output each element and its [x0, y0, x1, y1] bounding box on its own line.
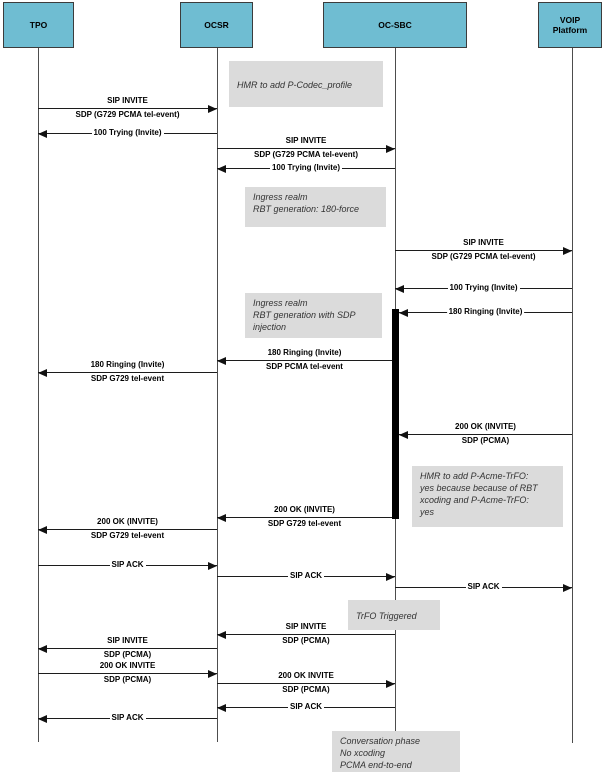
message-label: SDP (PCMA): [280, 636, 332, 646]
arrowhead-icon: [208, 561, 217, 570]
message-label: SDP G729 tel-event: [88, 531, 167, 541]
message-label: SDP (PCMA): [101, 675, 154, 685]
note-text: RBT generation with SDP: [253, 310, 356, 320]
message-label: SIP ACK: [465, 582, 502, 592]
arrowhead-icon: [208, 669, 217, 678]
arrowhead-icon: [399, 308, 408, 317]
message-label: SIP INVITE: [105, 636, 150, 646]
lifeline-tpo: [38, 48, 39, 742]
message-label: 100 Trying (Invite): [91, 128, 164, 138]
arrowhead-icon: [217, 513, 226, 522]
message-label: SDP G729 tel-event: [265, 519, 344, 529]
note-text: HMR to add P-Acme-TrFO:: [420, 471, 529, 481]
arrowhead-icon: [386, 679, 395, 688]
actor-box-voip-platform: VOIP Platform: [538, 2, 602, 48]
message-arrow: [217, 683, 395, 684]
actor-box-oc-sbc: OC-SBC: [323, 2, 467, 48]
message-label: 200 OK (INVITE): [272, 505, 337, 515]
message-label: SDP PCMA tel-event: [264, 362, 345, 372]
arrowhead-icon: [38, 714, 47, 723]
arrowhead-icon: [386, 144, 395, 153]
message-label: SDP (PCMA): [101, 650, 154, 660]
lifeline-voip-platform: [572, 48, 573, 743]
arrowhead-icon: [217, 356, 226, 365]
message-label: SDP G729 tel-event: [88, 374, 167, 384]
arrowhead-icon: [38, 129, 47, 138]
arrowhead-icon: [38, 644, 47, 653]
message-label: SIP INVITE: [461, 238, 506, 248]
actor-label: TPO: [29, 20, 48, 30]
message-arrow: [38, 108, 217, 109]
message-label: 180 Ringing (Invite): [88, 360, 167, 370]
message-label: SIP ACK: [109, 713, 146, 723]
message-label: SDP (PCMA): [280, 685, 332, 695]
message-label: SIP ACK: [287, 702, 325, 712]
note-box: TrFO Triggered: [348, 600, 440, 630]
message-label: SDP (G729 PCMA tel-event): [429, 252, 538, 262]
arrowhead-icon: [38, 368, 47, 377]
message-label: 200 OK (INVITE): [453, 422, 518, 432]
arrowhead-icon: [386, 572, 395, 581]
note-text: xcoding and P-Acme-TrFO:: [420, 495, 529, 505]
message-arrow: [217, 634, 395, 635]
note-box: HMR to add P-Acme-TrFO: yes because becau…: [412, 466, 563, 527]
message-label: 180 Ringing (Invite): [265, 348, 344, 358]
arrowhead-icon: [399, 430, 408, 439]
arrowhead-icon: [217, 630, 226, 639]
message-label: SDP (G729 PCMA tel-event): [73, 110, 182, 120]
message-label: 100 Trying (Invite): [447, 283, 520, 293]
message-label: SDP (G729 PCMA tel-event): [251, 150, 361, 160]
message-label: SIP INVITE: [283, 136, 329, 146]
message-label: 200 OK INVITE: [276, 671, 336, 681]
message-label: SDP (PCMA): [459, 436, 512, 446]
message-label: SIP INVITE: [105, 96, 150, 106]
note-text: HMR to add P-Codec_profile: [237, 79, 353, 90]
message-arrow: [217, 148, 395, 149]
arrowhead-icon: [563, 246, 572, 255]
note-text: RBT generation: 180-force: [253, 204, 360, 214]
message-arrow: [395, 250, 572, 251]
actor-box-ocsr: OCSR: [180, 2, 253, 48]
note-text: PCMA end-to-end: [340, 760, 412, 770]
message-arrow: [217, 360, 392, 361]
message-arrow: [217, 517, 392, 518]
note-text: TrFO Triggered: [356, 610, 417, 621]
note-text: yes: [420, 507, 435, 517]
message-arrow: [38, 648, 217, 649]
note-text: No xcoding: [340, 748, 386, 758]
message-label: SIP INVITE: [283, 622, 329, 632]
message-arrow: [38, 673, 217, 674]
arrowhead-icon: [217, 164, 226, 173]
message-label: SIP ACK: [287, 571, 325, 581]
note-text: injection: [253, 322, 287, 332]
message-label: 200 OK (INVITE): [95, 517, 160, 527]
note-text: Ingress realm: [253, 298, 308, 308]
note-text: Ingress realm: [253, 192, 308, 202]
activation-bar-oc-sbc: [392, 309, 399, 519]
actor-label: OC-SBC: [378, 20, 412, 30]
message-label: 200 OK INVITE: [97, 661, 158, 671]
message-label: SIP ACK: [109, 560, 146, 570]
note-box: HMR to add P-Codec_profile: [229, 61, 383, 107]
note-text: yes because because of RBT: [420, 483, 538, 493]
arrowhead-icon: [38, 525, 47, 534]
arrowhead-icon: [208, 104, 217, 113]
message-arrow: [38, 372, 217, 373]
lifeline-ocsr: [217, 48, 218, 742]
message-arrow: [399, 434, 572, 435]
arrowhead-icon: [217, 703, 226, 712]
message-label: 180 Ringing (Invite): [446, 307, 525, 317]
actor-box-tpo: TPO: [3, 2, 74, 48]
arrowhead-icon: [395, 284, 404, 293]
note-text: Conversation phase: [340, 736, 421, 746]
message-label: 100 Trying (Invite): [269, 163, 343, 173]
message-arrow: [38, 529, 217, 530]
arrowhead-icon: [563, 583, 572, 592]
actor-label: VOIP Platform: [552, 15, 588, 35]
actor-label: OCSR: [204, 20, 229, 30]
